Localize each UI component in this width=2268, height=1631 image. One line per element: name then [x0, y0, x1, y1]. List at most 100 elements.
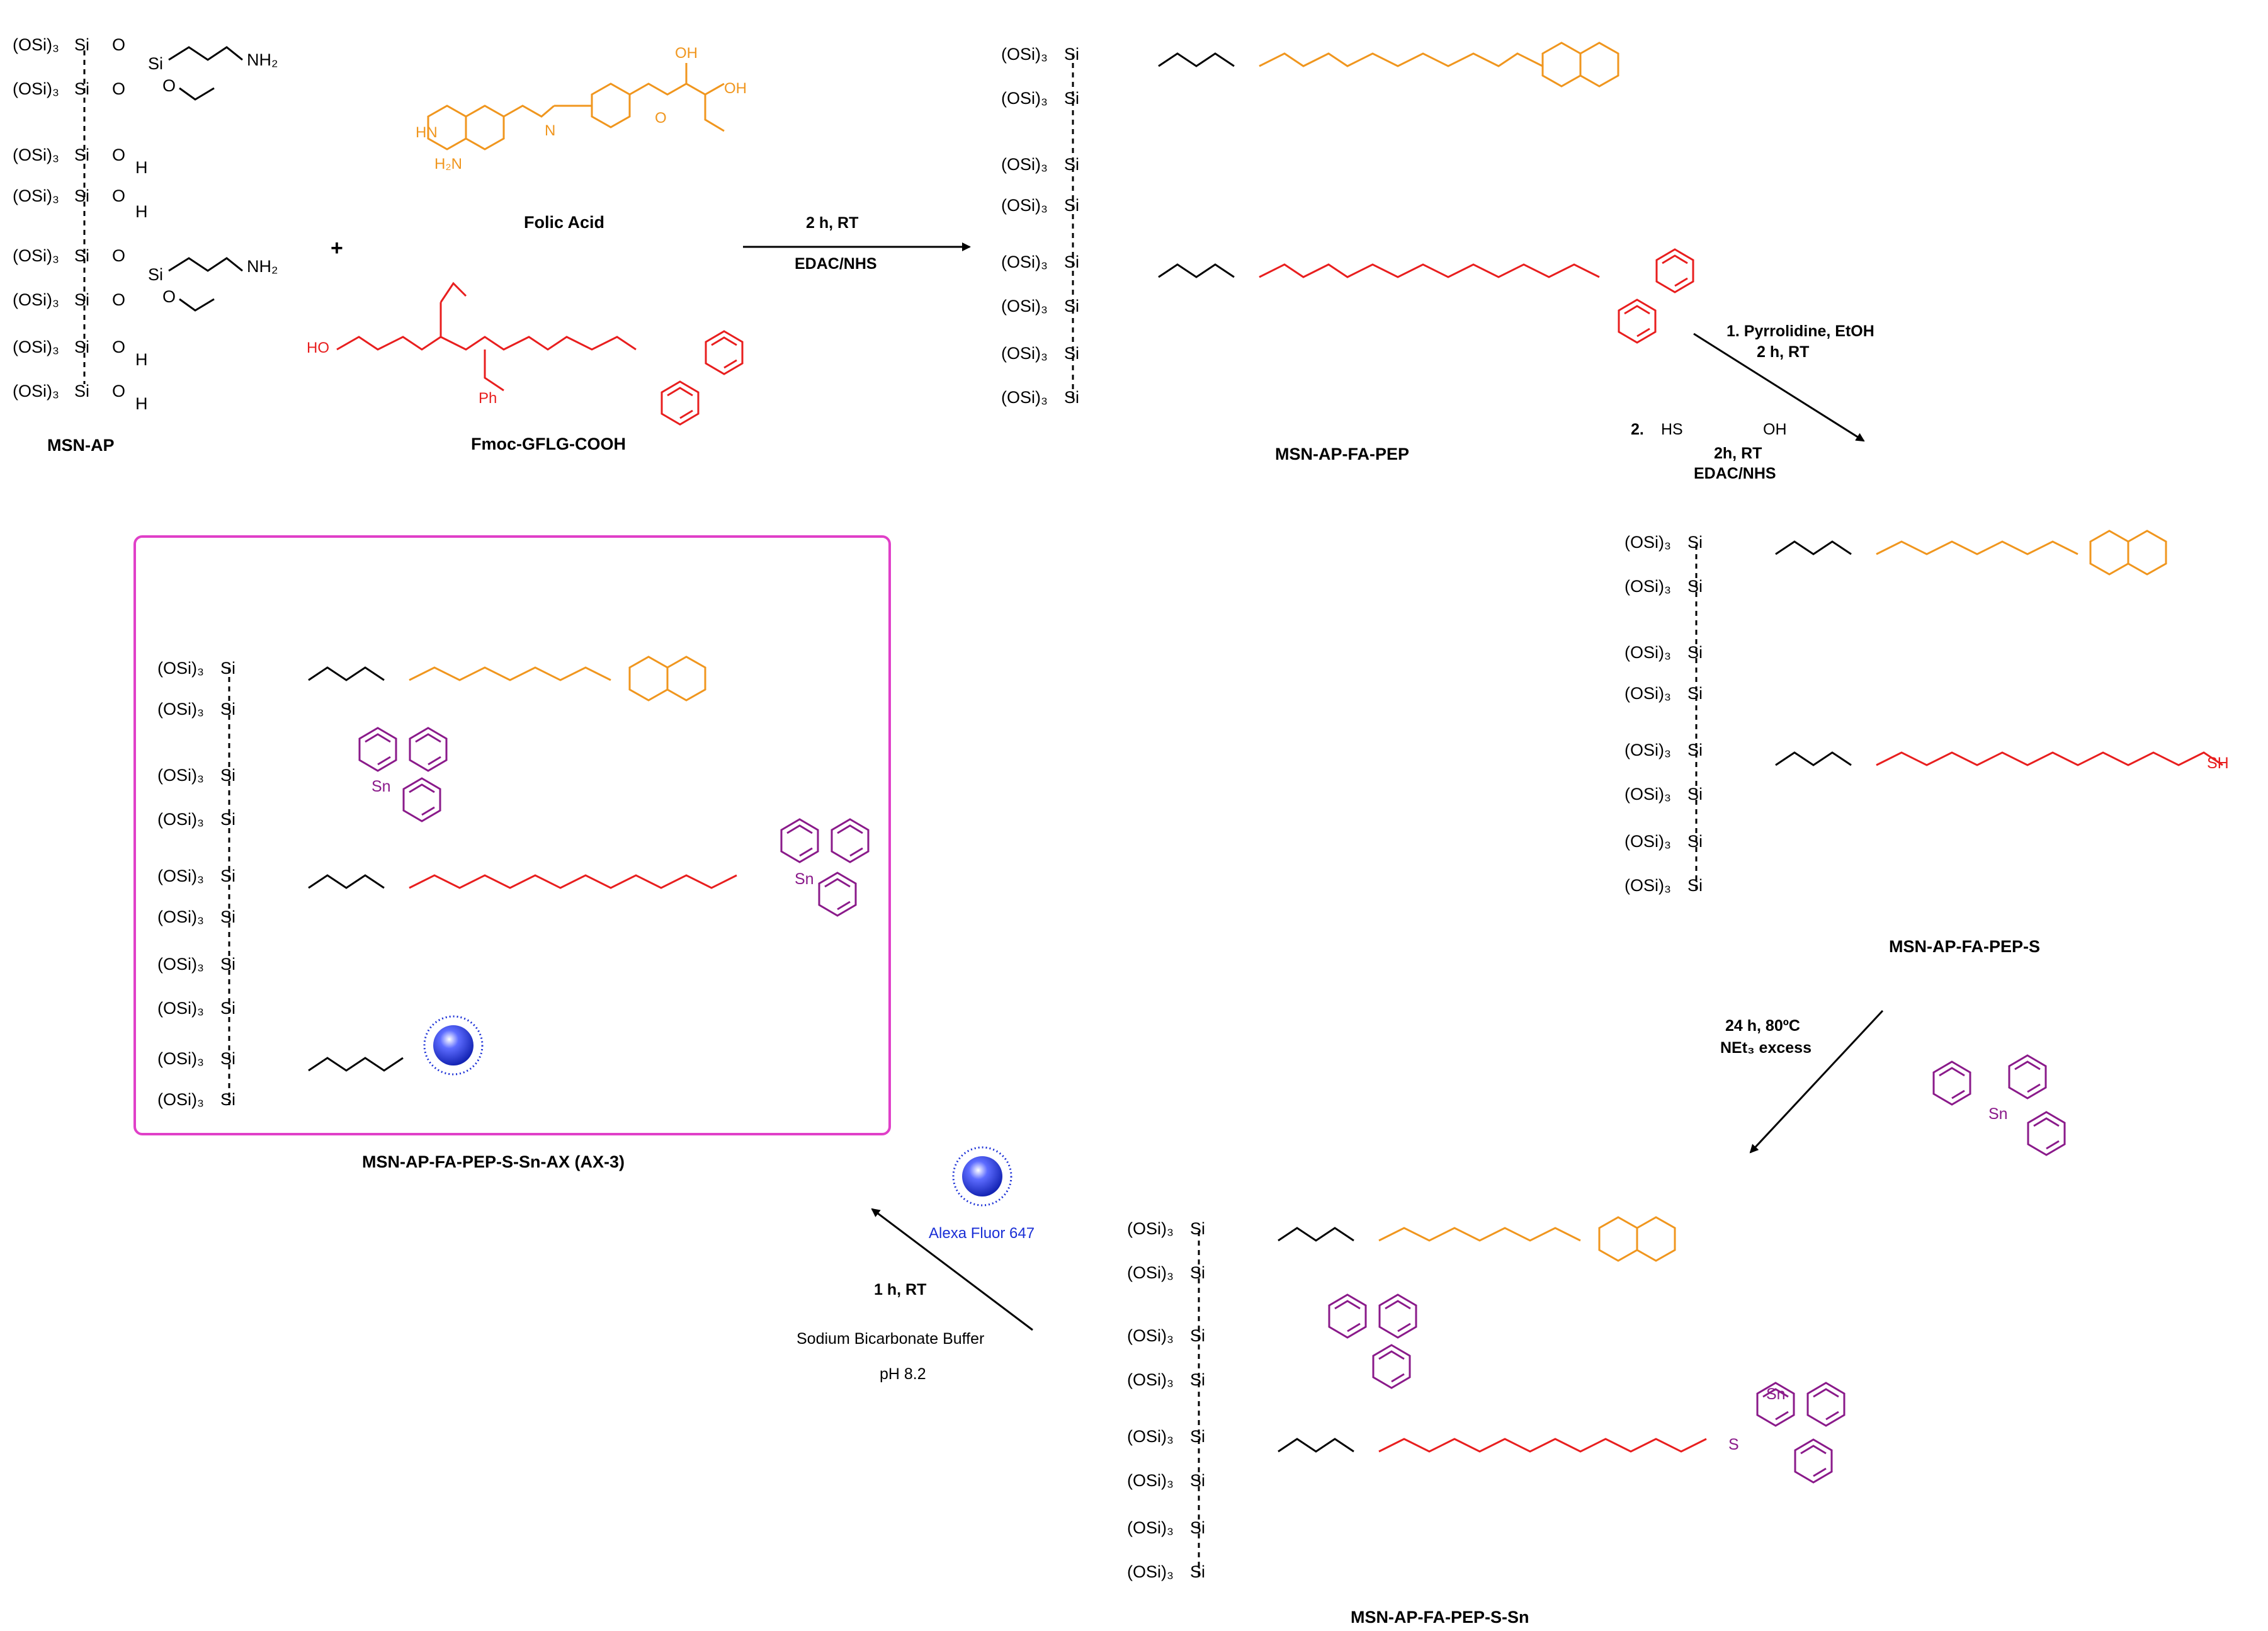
label-msn-ap: MSN-AP: [47, 436, 115, 455]
svg-text:Si: Si: [220, 999, 235, 1018]
pep-folate-chain-1: [1259, 42, 1619, 88]
msn-ap-structure: (OSi)₃ Si (OSi)₃ Si (OSi)₃ Si (OSi)₃ Si (OSi…: [13, 35, 278, 413]
step2-oh: OH: [1763, 421, 1787, 438]
svg-text:(OSi)₃: (OSi)₃: [1624, 643, 1671, 662]
svg-text:Si: Si: [1064, 344, 1079, 363]
svg-text:O: O: [112, 145, 125, 164]
svg-text:(OSi)₃: (OSi)₃: [157, 999, 204, 1018]
svg-text:(OSi)₃: (OSi)₃: [157, 766, 204, 785]
svg-text:H: H: [135, 350, 148, 369]
arrow-step-4: [871, 1208, 1033, 1331]
svg-text:Si: Si: [1687, 876, 1703, 895]
svg-text:(OSi)₃: (OSi)₃: [157, 1090, 204, 1109]
svg-text:Si: Si: [1190, 1263, 1205, 1282]
svg-text:Si: Si: [74, 382, 89, 401]
svg-text:Si: Si: [220, 1090, 235, 1109]
svg-text:(OSi)₃: (OSi)₃: [13, 382, 59, 401]
svg-text:Si: Si: [220, 659, 235, 678]
svg-text:Si: Si: [1190, 1518, 1205, 1537]
svg-text:H: H: [135, 202, 148, 221]
svg-text:Si: Si: [1687, 533, 1703, 552]
svg-text:Si: Si: [1064, 89, 1079, 108]
step2-line3: 2.: [1631, 421, 1644, 438]
label-msn-ap-fa-pep-s: MSN-AP-FA-PEP-S: [1889, 937, 2041, 956]
svg-text:Si: Si: [220, 955, 235, 974]
svg-text:(OSi)₃: (OSi)₃: [1127, 1427, 1174, 1446]
svg-text:(OSi)₃: (OSi)₃: [13, 338, 59, 356]
svg-text:(OSi)₃: (OSi)₃: [1624, 577, 1671, 596]
svg-text:Si: Si: [220, 907, 235, 926]
svg-text:(OSi)₃: (OSi)₃: [157, 700, 204, 719]
final-peptide-chain: [409, 874, 737, 889]
svg-text:Si: Si: [1190, 1427, 1205, 1446]
svg-text:(OSi)₃: (OSi)₃: [1624, 785, 1671, 804]
svg-text:Si: Si: [74, 79, 89, 98]
svg-text:(OSi)₃: (OSi)₃: [157, 907, 204, 926]
svg-text:O: O: [162, 76, 176, 95]
dye-bead-reagent: [952, 1146, 1012, 1207]
svg-text:(OSi)₃: (OSi)₃: [13, 145, 59, 164]
pep-s-peptide-chain: [1876, 751, 2223, 766]
svg-text:Si: Si: [74, 35, 89, 54]
svg-text:OH: OH: [724, 80, 747, 97]
svg-text:(OSi)₃: (OSi)₃: [1127, 1370, 1174, 1389]
svg-text:O: O: [112, 35, 125, 54]
step3-line2: NEt₃ excess: [1720, 1039, 1812, 1057]
svg-text:NH₂: NH₂: [247, 50, 278, 69]
step4-line3: pH 8.2: [880, 1365, 926, 1383]
tin-sn-1: Sn: [1766, 1385, 1786, 1403]
final-folate-chain: [409, 656, 706, 702]
svg-text:Si: Si: [148, 265, 163, 284]
label-fmoc-gflg: Fmoc-GFLG-COOH: [471, 435, 626, 453]
svg-text:Si: Si: [1064, 155, 1079, 174]
svg-text:O: O: [112, 79, 125, 98]
svg-text:(OSi)₃: (OSi)₃: [1127, 1471, 1174, 1490]
fluorenyl-ring-2: [1618, 248, 1694, 344]
tin-sn-2: Sn: [371, 778, 391, 795]
svg-text:Si: Si: [220, 867, 235, 885]
label-msn-ap-fa-pep-s-sn: MSN-AP-FA-PEP-S-Sn: [1351, 1608, 1529, 1627]
step2-line5: EDAC/NHS: [1694, 465, 1776, 482]
svg-text:(OSi)₃: (OSi)₃: [157, 867, 204, 885]
svg-text:Si: Si: [74, 290, 89, 309]
svg-text:Ph: Ph: [479, 390, 497, 407]
svg-text:Si: Si: [220, 1049, 235, 1068]
thiol-sh: SH: [2207, 754, 2229, 772]
step4-line2: Sodium Bicarbonate Buffer: [797, 1330, 985, 1348]
svg-text:Si: Si: [148, 54, 163, 73]
svg-text:Si: Si: [1687, 684, 1703, 703]
svg-text:Si: Si: [220, 700, 235, 719]
step2-line2: 2 h, RT: [1757, 343, 1810, 361]
svg-text:(OSi)₃: (OSi)₃: [157, 659, 204, 678]
svg-text:Si: Si: [74, 246, 89, 265]
osi-label: (OSi)₃: [13, 35, 59, 54]
pep-s-sn-peptide-chain: [1378, 1438, 1707, 1453]
svg-text:Si: Si: [1687, 643, 1703, 662]
fmoc-gflg-structure: HO Ph: [307, 281, 637, 407]
svg-text:Si: Si: [74, 338, 89, 356]
svg-text:Si: Si: [1064, 45, 1079, 64]
svg-text:(OSi)₃: (OSi)₃: [1001, 388, 1048, 407]
svg-text:Si: Si: [74, 186, 89, 205]
svg-text:H: H: [135, 158, 148, 177]
svg-text:Si: Si: [1687, 832, 1703, 851]
svg-text:(OSi)₃: (OSi)₃: [1624, 684, 1671, 703]
svg-text:Si: Si: [1687, 741, 1703, 759]
svg-text:H: H: [135, 394, 148, 413]
arrow-step-3: [1749, 1009, 1884, 1154]
step2-line1: 1. Pyrrolidine, EtOH: [1727, 322, 1874, 340]
svg-text:Si: Si: [1190, 1219, 1205, 1238]
label-folic-acid: Folic Acid: [524, 213, 605, 232]
svg-text:(OSi)₃: (OSi)₃: [1127, 1263, 1174, 1282]
svg-text:Si: Si: [1687, 577, 1703, 596]
tin-sn-3: Sn: [795, 870, 814, 888]
svg-text:(OSi)₃: (OSi)₃: [1001, 297, 1048, 315]
svg-text:(OSi)₃: (OSi)₃: [1001, 155, 1048, 174]
svg-text:(OSi)₃: (OSi)₃: [157, 955, 204, 974]
svg-text:(OSi)₃: (OSi)₃: [1624, 832, 1671, 851]
svg-text:(OSi)₃: (OSi)₃: [13, 246, 59, 265]
svg-text:HO: HO: [307, 339, 329, 356]
